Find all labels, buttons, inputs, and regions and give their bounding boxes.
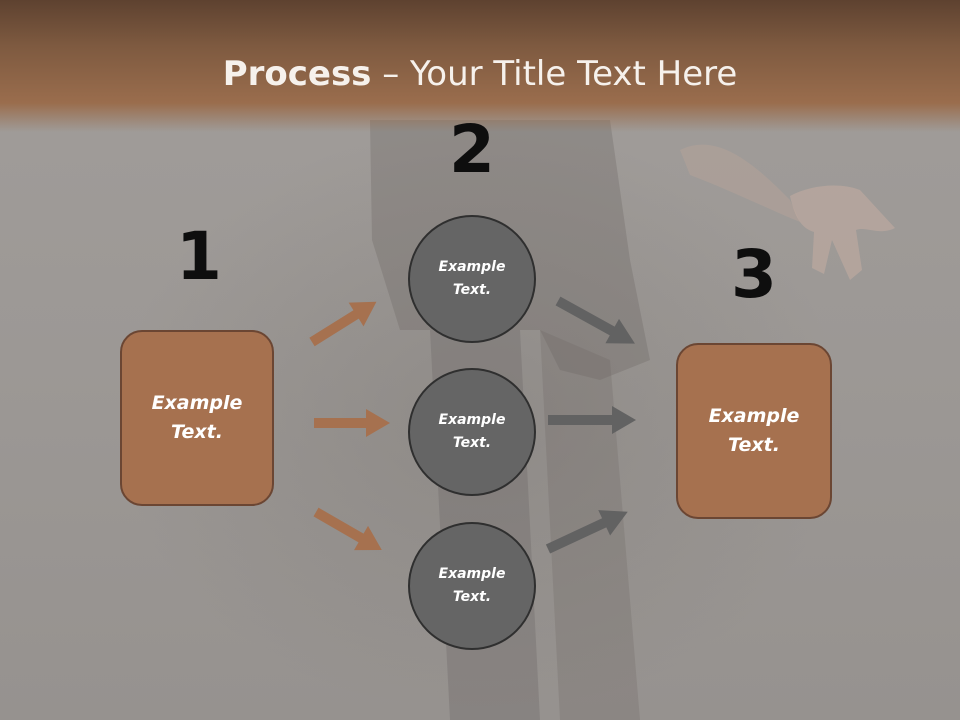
process-circle-middle-label: Example Text. — [438, 412, 506, 451]
header-band — [0, 0, 960, 132]
title-rest-part: – Your Title Text Here — [371, 54, 738, 94]
arrow-bottom-to-right — [545, 510, 628, 554]
arrow-middle-to-right — [548, 406, 636, 434]
process-circle-top-label: Example Text. — [438, 259, 506, 298]
process-circle-bottom: Example Text. — [408, 522, 536, 650]
arrow-left-to-top — [309, 301, 377, 347]
process-box-right: Example Text. — [676, 343, 832, 519]
process-box-left-label: Example Text. — [151, 392, 243, 443]
arrow-left-to-middle — [314, 409, 390, 437]
process-circle-top: Example Text. — [408, 215, 536, 343]
slide-title: Process – Your Title Text Here — [0, 52, 960, 96]
title-bold-part: Process — [222, 54, 372, 94]
process-box-left: Example Text. — [120, 330, 274, 506]
process-circle-bottom-label: Example Text. — [438, 566, 506, 605]
step-number-1: 1 — [176, 218, 222, 295]
arrow-left-to-bottom — [313, 507, 382, 551]
step-number-2: 2 — [449, 111, 495, 188]
figure-hand — [790, 185, 895, 280]
process-box-right-label: Example Text. — [708, 405, 800, 456]
process-circle-middle: Example Text. — [408, 368, 536, 496]
arrow-top-to-right — [555, 296, 635, 344]
step-number-3: 3 — [731, 236, 777, 313]
figure-arm — [680, 144, 800, 222]
